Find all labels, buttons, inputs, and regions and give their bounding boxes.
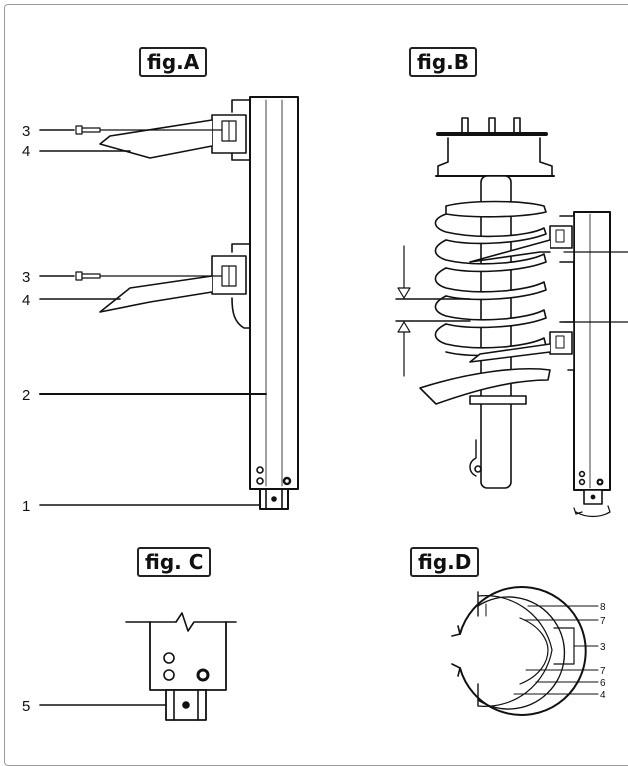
fig-a-title: fig.A [139,47,208,77]
upper-jaw [469,239,551,263]
hole [282,476,292,486]
spring-coil [434,239,547,273]
spring-coil [445,200,547,218]
hole [256,477,264,485]
arrow-head [397,287,411,299]
arrow-head [397,321,411,333]
hole [596,478,604,486]
top-mount [437,137,553,177]
lower-jaw [99,275,213,313]
break-line [175,612,237,632]
callout-label: 4 [22,292,30,309]
fig-d-drawing [451,586,599,716]
assembly-diagram: 3 4 3 4 2 1 [22,96,628,721]
compressor-column [573,211,611,491]
fig-b-drawing [395,117,628,518]
spring-coil [434,213,547,245]
fig-c-drawing [39,612,237,721]
callout-label: 6 [600,678,606,689]
fig-d-title: fig.D [410,547,480,577]
inner-ring [477,596,566,710]
bracket-hook [469,439,477,477]
hole [196,668,210,682]
hole [474,465,482,473]
fig-a-drawing [39,96,299,510]
spring-coil [434,295,547,329]
bolt-shank [81,273,101,279]
column-end [149,621,227,691]
outer-ring [459,586,587,716]
mount-stud [488,117,496,135]
hole [578,470,586,478]
hole [163,669,175,681]
bolt-head [75,271,83,281]
hole [163,652,175,664]
mount-stud [513,117,521,135]
damper-body [480,175,512,489]
fig-b-title: fig.B [409,47,477,77]
upper-clamp [549,225,573,249]
callout-label: 3 [600,642,606,653]
hole [578,478,586,486]
nut-center [182,701,190,709]
lower-clamp [549,331,573,355]
fig-c-title: fig. C [137,547,212,577]
callout-label: 2 [22,387,30,404]
callout-label: 7 [600,616,606,627]
callout-label: 8 [600,602,606,613]
nut-center [271,496,277,502]
spring-coil [434,267,547,301]
upper-jaw [99,119,213,159]
callout-label: 7 [600,666,606,677]
bolt-head [75,125,83,135]
callout-label: 3 [22,123,30,140]
spring-seat [419,368,551,405]
lower-bracket [231,243,251,329]
hole [256,466,264,474]
bolt-shank [81,127,101,133]
lower-jaw [469,343,551,363]
callout-label: 4 [600,690,606,701]
callout-label: 4 [22,143,30,160]
upper-bracket [231,99,251,161]
mount-stud [461,117,469,135]
compressor-column [249,96,299,490]
callout-label: 3 [22,269,30,286]
callout-label: 5 [22,698,30,715]
callout-label: 1 [22,498,30,515]
